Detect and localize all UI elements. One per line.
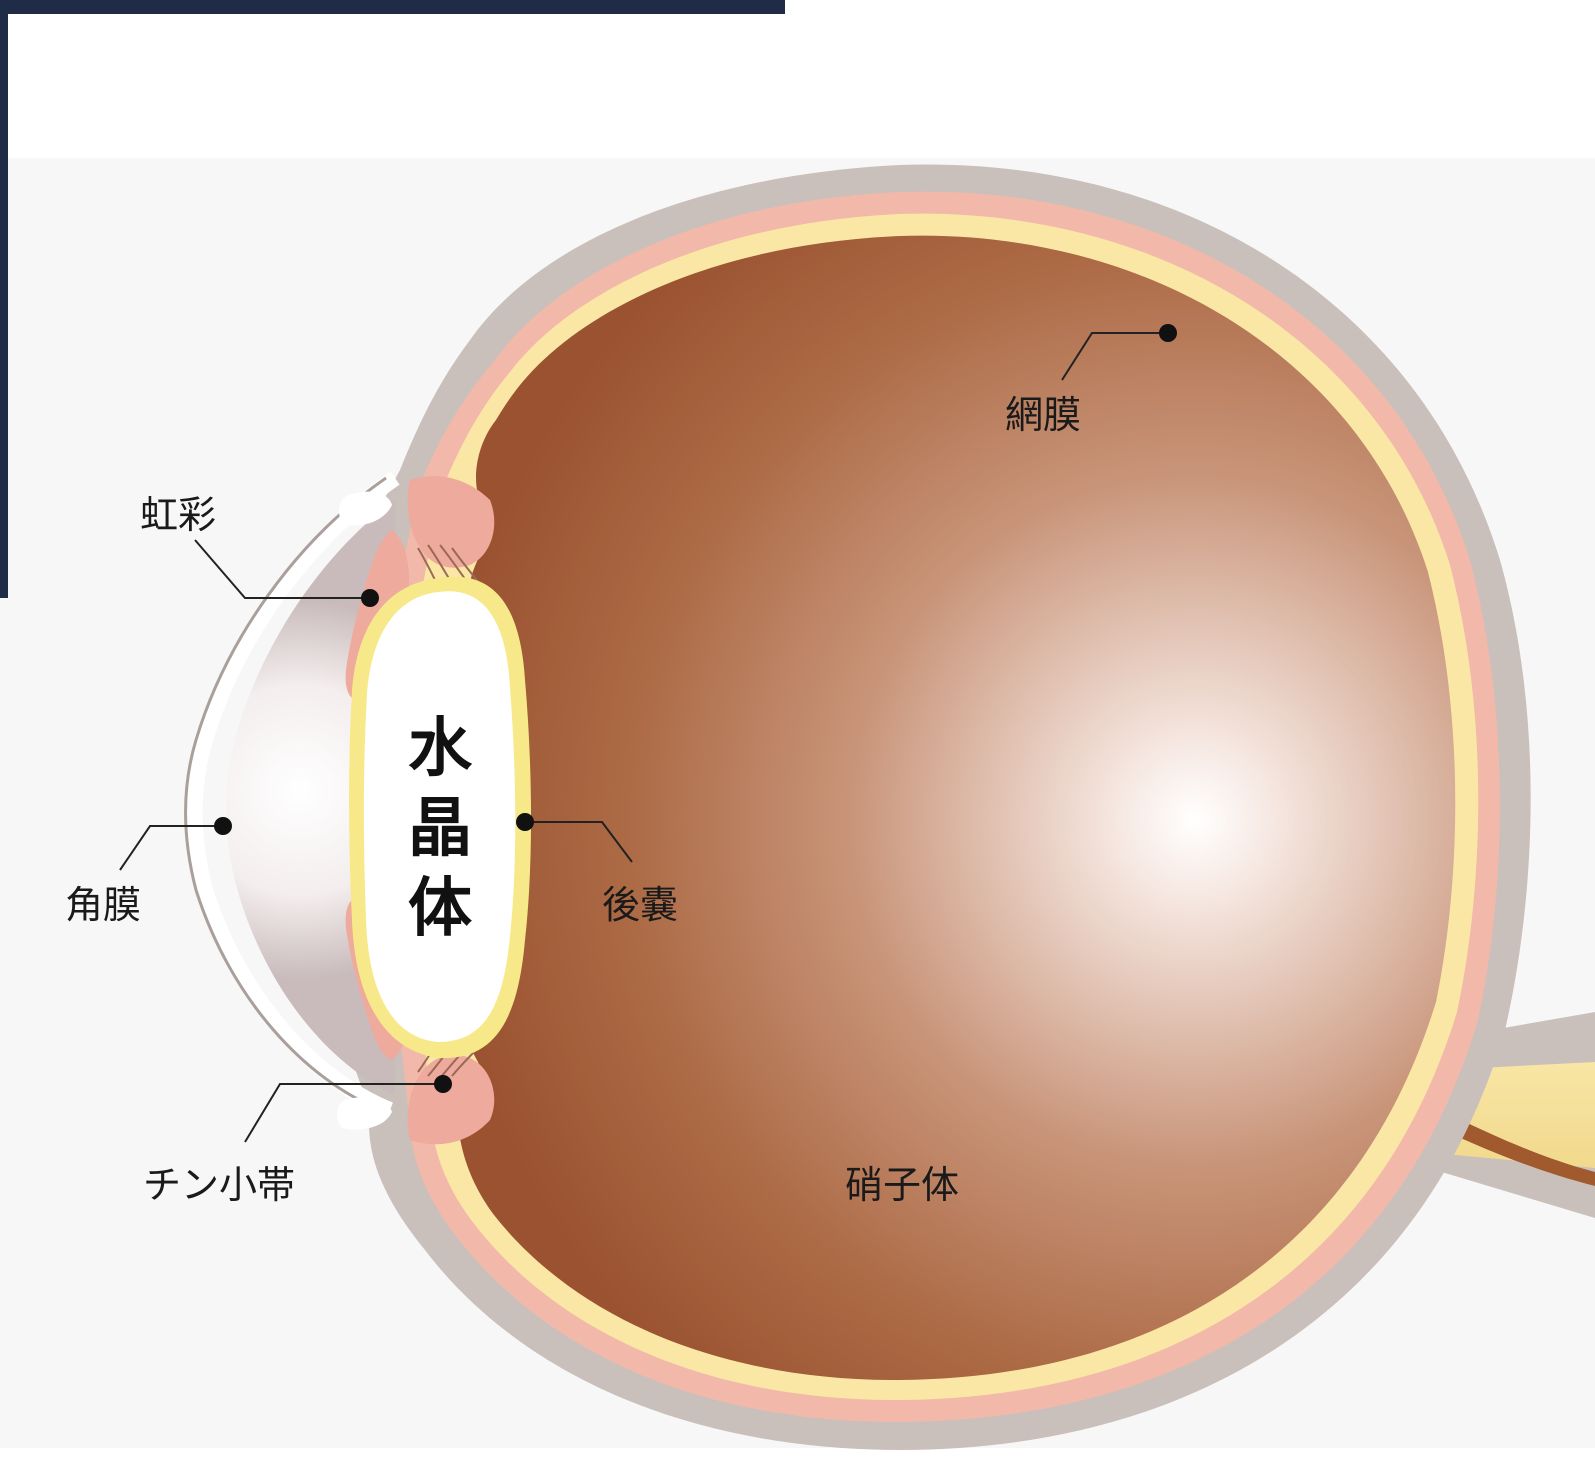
posterior-capsule-label: 後嚢	[602, 883, 678, 927]
angle-upper	[338, 491, 392, 526]
angle-lower	[336, 1097, 392, 1130]
zonule-marker-dot	[434, 1075, 452, 1093]
posterior-capsule-leader-line	[525, 821, 633, 863]
lens-label-char-1: 水	[408, 712, 473, 786]
posterior-capsule-marker-dot	[516, 813, 534, 831]
cornea-marker-dot	[214, 817, 232, 835]
retina-marker-dot	[1159, 324, 1177, 342]
cornea-leader-line	[119, 825, 223, 871]
lens-label-char-3: 体	[408, 872, 472, 946]
cornea-outer	[186, 471, 400, 1118]
cornea-label: 角膜	[65, 883, 141, 927]
vitreous-body	[458, 235, 1456, 1381]
vitreous-label: 硝子体	[845, 1163, 959, 1207]
zonule-leader-line	[244, 1083, 443, 1143]
retina-label: 網膜	[1005, 393, 1081, 437]
iris-label: 虹彩	[140, 493, 216, 537]
zonule-label: チン小帯	[143, 1163, 295, 1207]
cornea-outline	[184, 476, 387, 1112]
frame-top-bar	[0, 0, 785, 14]
lens-nucleus	[363, 591, 516, 1042]
iris-leader-line	[194, 539, 370, 599]
frame-left-bar	[0, 0, 8, 598]
iris-marker-dot	[361, 589, 379, 607]
lens-label-char-2: 晶	[408, 792, 472, 866]
retina-leader-line	[1061, 332, 1168, 381]
ciliary-body-upper	[407, 476, 495, 568]
ciliary-body-lower	[407, 1054, 495, 1145]
